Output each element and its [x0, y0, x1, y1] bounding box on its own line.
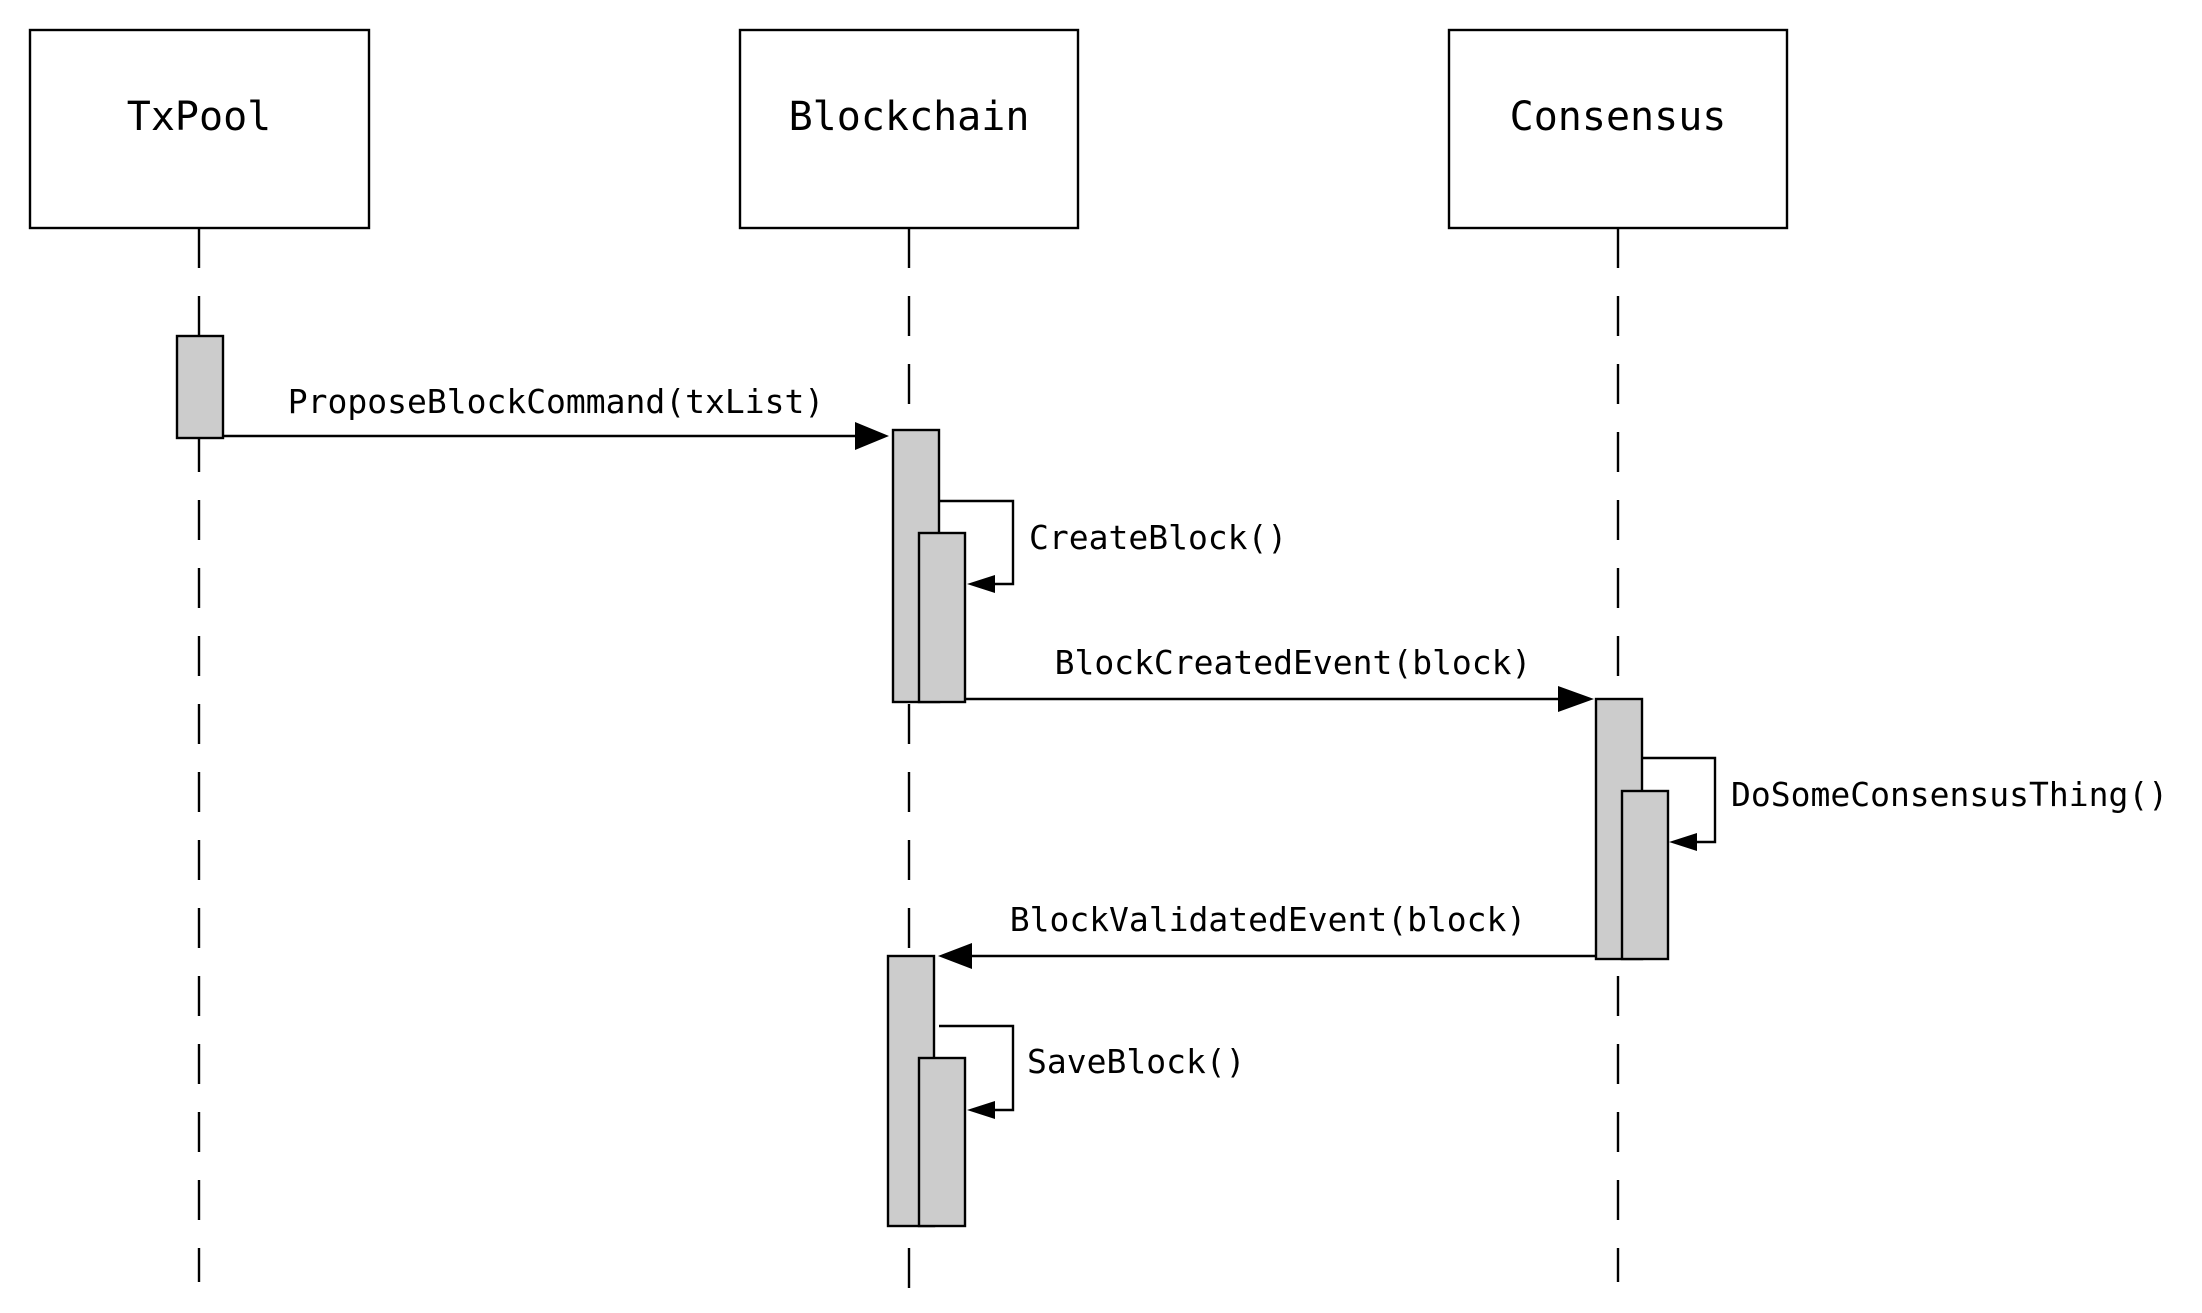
participant-txpool: TxPool: [28, 28, 371, 230]
message-label: CreateBlock(): [1029, 518, 1287, 557]
message-label: BlockCreatedEvent(block): [1055, 643, 1532, 682]
activation-blockchain-inner-2: [917, 1056, 967, 1228]
message-save-block: SaveBlock(): [939, 1024, 1246, 1119]
participant-txpool-label: TxPool: [127, 94, 272, 140]
message-do-some-consensus-thing: DoSomeConsensusThing(): [1642, 756, 2168, 851]
arrow-left-icon: [967, 1101, 995, 1119]
message-label: BlockValidatedEvent(block): [1010, 900, 1527, 939]
message-block-validated-event: BlockValidatedEvent(block): [938, 900, 1596, 969]
activation-blockchain-inner-1: [917, 531, 967, 704]
participant-consensus: Consensus: [1447, 28, 1789, 230]
arrow-right-icon: [855, 422, 889, 450]
activation-txpool: [175, 334, 225, 440]
activation-consensus-inner: [1620, 789, 1670, 961]
arrow-left-icon: [967, 575, 995, 593]
message-block-created-event: BlockCreatedEvent(block): [965, 643, 1594, 712]
message-label: ProposeBlockCommand(txList): [288, 382, 824, 421]
arrow-right-icon: [1558, 686, 1594, 712]
message-create-block: CreateBlock(): [939, 499, 1287, 593]
arrow-left-icon: [1669, 833, 1697, 851]
arrow-left-icon: [938, 943, 972, 969]
message-label: DoSomeConsensusThing(): [1731, 775, 2168, 814]
participant-blockchain-label: Blockchain: [789, 94, 1030, 140]
message-propose-block-command: ProposeBlockCommand(txList): [223, 382, 889, 450]
message-label: SaveBlock(): [1027, 1042, 1246, 1081]
participant-consensus-label: Consensus: [1510, 94, 1727, 140]
participant-blockchain: Blockchain: [738, 28, 1080, 230]
